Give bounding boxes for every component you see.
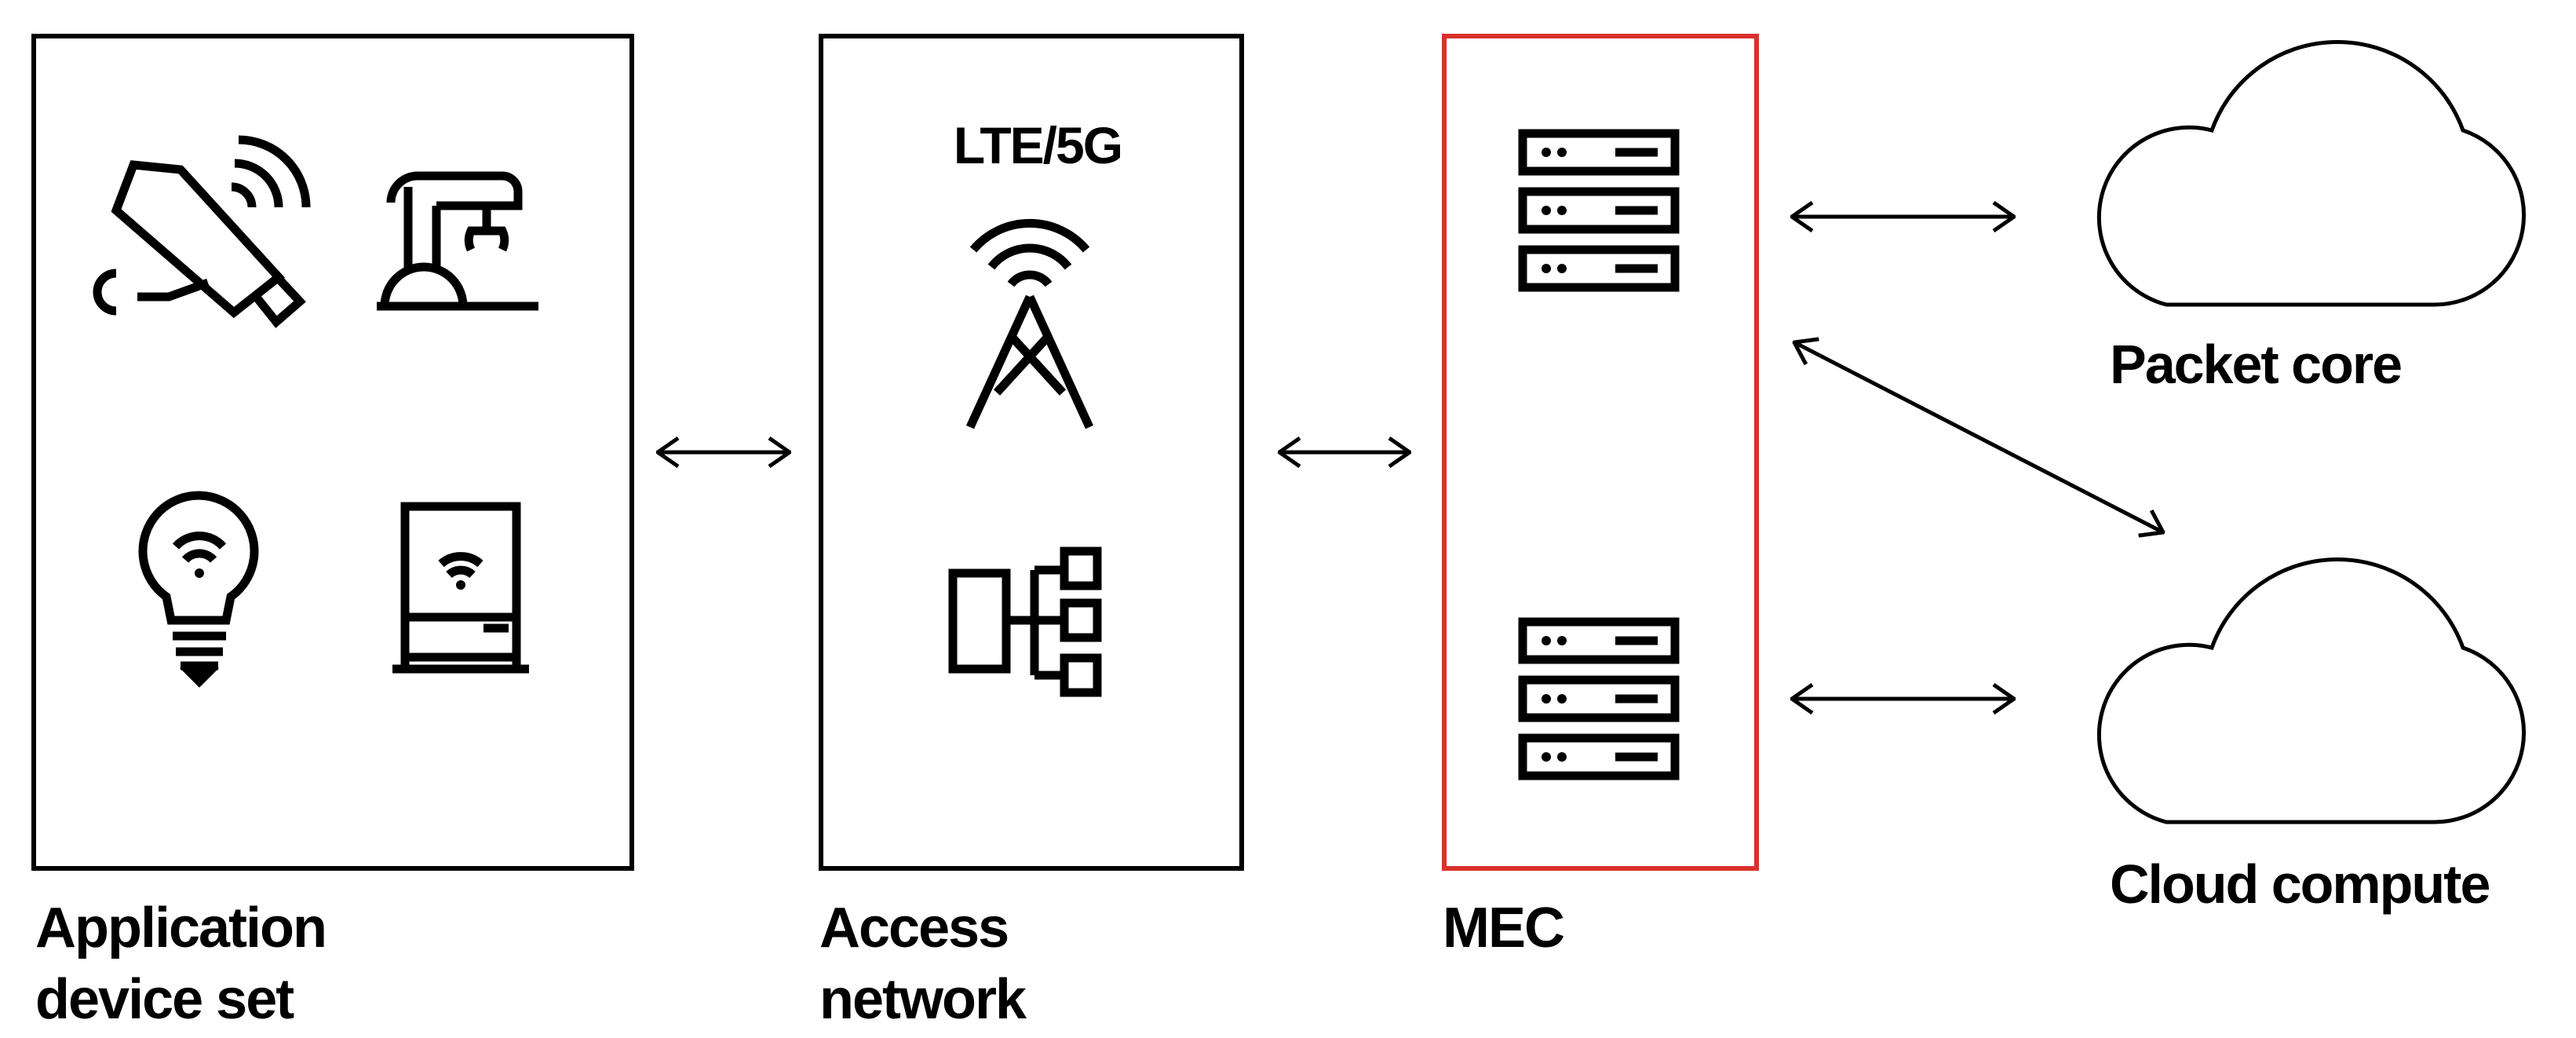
mec-label: MEC [1443,897,1564,959]
server-stack-icon [1518,129,1680,292]
cloud-icon [2096,557,2527,824]
device-set-label-line2: device set [35,968,294,1031]
security-camera-icon [93,135,311,328]
cell-tower-icon [965,219,1094,429]
cloud-icon [2096,40,2527,307]
mec-cloud-compute-diagonal-arrow [1794,342,2163,532]
packet-core-label: Packet core [2110,334,2401,395]
smart-appliance-icon [392,502,529,674]
cloud-compute-label: Cloud compute [2110,853,2489,915]
network-hierarchy-icon [948,546,1102,697]
device-set-box [31,34,634,871]
server-stack-icon [1518,617,1680,780]
device-set-label-line1: Application [35,897,326,959]
robotic-arm-icon [377,171,538,311]
mec-box [1442,34,1759,871]
access-network-box [819,34,1244,871]
lte-5g-label: LTE/5G [954,116,1122,174]
smart-bulb-icon [138,491,259,688]
access-network-label-line1: Access [819,897,1008,959]
access-network-label-line2: network [819,968,1027,1031]
